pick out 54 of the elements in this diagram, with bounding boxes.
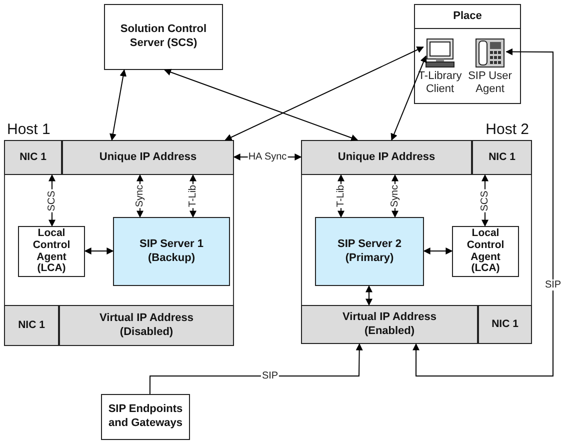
host-label: Host 2 bbox=[486, 121, 529, 140]
box-label: NIC 1 bbox=[17, 320, 46, 332]
edge-label: SIP bbox=[544, 280, 562, 290]
process-box bbox=[101, 394, 190, 440]
edge-label: T-Lib bbox=[336, 184, 346, 208]
address-box bbox=[301, 140, 472, 175]
address-box bbox=[4, 140, 62, 175]
edge-label: SCS bbox=[480, 189, 490, 212]
address-box bbox=[472, 140, 532, 175]
box-label: SIP Server 2 (Primary) bbox=[336, 238, 402, 266]
place-box bbox=[414, 4, 521, 104]
box-label: Solution Control Server (SCS) bbox=[119, 23, 208, 51]
process-box bbox=[452, 226, 519, 277]
edge-label: T-Lib bbox=[188, 184, 198, 208]
connector-arrow bbox=[110, 69, 127, 141]
process-box bbox=[18, 226, 85, 277]
server-box bbox=[113, 217, 230, 286]
connector-arrow bbox=[84, 248, 114, 254]
connector-arrow bbox=[390, 55, 427, 141]
server-box bbox=[315, 217, 424, 286]
address-box bbox=[4, 305, 59, 346]
box-label: Virtual IP Address (Disabled) bbox=[98, 312, 194, 340]
box-label: Local Control Agent (LCA) bbox=[32, 228, 72, 275]
edge-label: Sync bbox=[390, 184, 400, 208]
address-box bbox=[478, 305, 532, 344]
box-label: SIP Server 1 (Backup) bbox=[138, 238, 204, 266]
host-label: Host 1 bbox=[7, 121, 50, 140]
edge-label: Sync bbox=[134, 184, 146, 208]
connector-arrow bbox=[423, 248, 453, 254]
address-box bbox=[59, 305, 234, 346]
address-box bbox=[62, 140, 234, 175]
connector-arrow bbox=[366, 285, 372, 306]
process-box bbox=[104, 4, 223, 70]
edge-label: HA Sync bbox=[247, 152, 288, 162]
connector-arrow bbox=[149, 343, 363, 394]
box-label: Unique IP Address bbox=[98, 150, 198, 164]
box-label: NIC 1 bbox=[18, 152, 48, 164]
place-header: Place bbox=[415, 5, 520, 29]
connector-arrow bbox=[164, 68, 358, 142]
address-box bbox=[301, 305, 478, 344]
box-label: Virtual IP Address (Enabled) bbox=[342, 310, 438, 338]
box-label: NIC 1 bbox=[488, 152, 516, 164]
device-label: SIP User Agent bbox=[467, 70, 513, 96]
device-label: T-Library Client bbox=[418, 70, 462, 96]
box-label: Local Control Agent (LCA) bbox=[466, 228, 506, 275]
edge-label: SIP bbox=[260, 370, 280, 382]
box-label: Unique IP Address bbox=[336, 150, 436, 164]
connector-arrow bbox=[48, 174, 56, 227]
connector-arrow bbox=[412, 48, 554, 376]
connector-arrow bbox=[482, 174, 488, 227]
edge-label: SCS bbox=[46, 189, 58, 212]
connector-arrow bbox=[224, 46, 424, 140]
box-label: SIP Endpoints and Gateways bbox=[107, 403, 184, 431]
box-label: NIC 1 bbox=[490, 318, 520, 330]
